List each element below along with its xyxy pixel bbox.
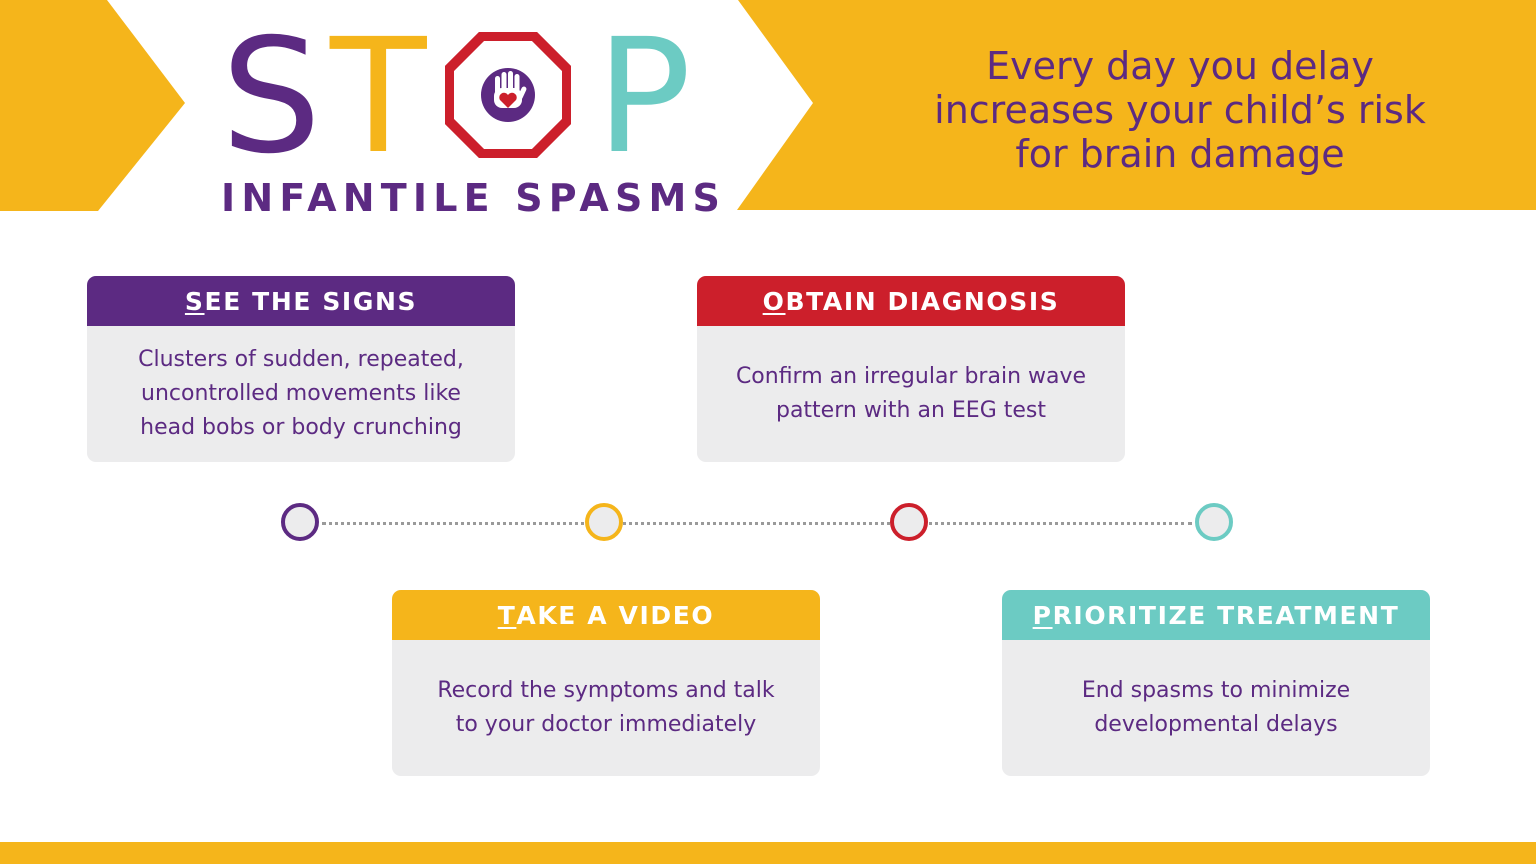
step-card-body: End spasms to minimize developmental del… [1002, 640, 1430, 776]
step-body-line: Record the symptoms and talk [437, 678, 775, 703]
step-body-line: Clusters of sudden, repeated, [138, 347, 464, 372]
logo-subtitle: INFANTILE SPASMS [221, 176, 727, 220]
tagline-line: Every day you delay [986, 44, 1374, 88]
tagline-line: for brain damage [1015, 132, 1345, 176]
step-body-line: to your doctor immediately [455, 712, 757, 737]
logo-letter-p: P [596, 5, 692, 189]
step-title: EE THE SIGNS [204, 286, 418, 316]
step-card-body: Record the symptoms and talk to your doc… [392, 640, 820, 776]
step-initial: S [184, 286, 205, 316]
tagline-line: increases your child’s risk [934, 88, 1426, 132]
step-body-line: Confirm an irregular brain wave [735, 364, 1087, 389]
step-body-line: head bobs or body crunching [140, 415, 462, 440]
stop-sign-hand-heart-icon: O [445, 32, 571, 158]
timeline-node-prioritize [1195, 503, 1233, 541]
logo-letter-t: T [330, 5, 427, 189]
step-body-line: developmental delays [1094, 712, 1338, 737]
header-banner [0, 0, 1536, 211]
step-card-body: Clusters of sudden, repeated, uncontroll… [87, 326, 515, 462]
timeline-node-obtain [890, 503, 928, 541]
step-title: AKE A VIDEO [516, 600, 715, 630]
timeline-node-take [585, 503, 623, 541]
step-body-line: pattern with an EEG test [775, 398, 1046, 423]
step-card-body: Confirm an irregular brain wave pattern … [697, 326, 1125, 462]
step-body-line: End spasms to minimize [1081, 678, 1351, 703]
tagline: Every day you delay increases your child… [880, 44, 1480, 176]
right-arrow-banner [737, 0, 1536, 210]
footer-bar [0, 842, 1536, 864]
timeline-connector [322, 522, 1192, 525]
step-initial: O [762, 286, 786, 316]
timeline-node-see [281, 503, 319, 541]
left-arrow-banner [0, 0, 185, 211]
step-initial: T [497, 600, 517, 630]
logo-letter-s: S [221, 5, 322, 189]
step-body-line: uncontrolled movements like [141, 381, 461, 406]
step-title: RIORITIZE TREATMENT [1052, 600, 1400, 630]
step-title: BTAIN DIAGNOSIS [785, 286, 1060, 316]
step-initial: P [1032, 600, 1053, 630]
